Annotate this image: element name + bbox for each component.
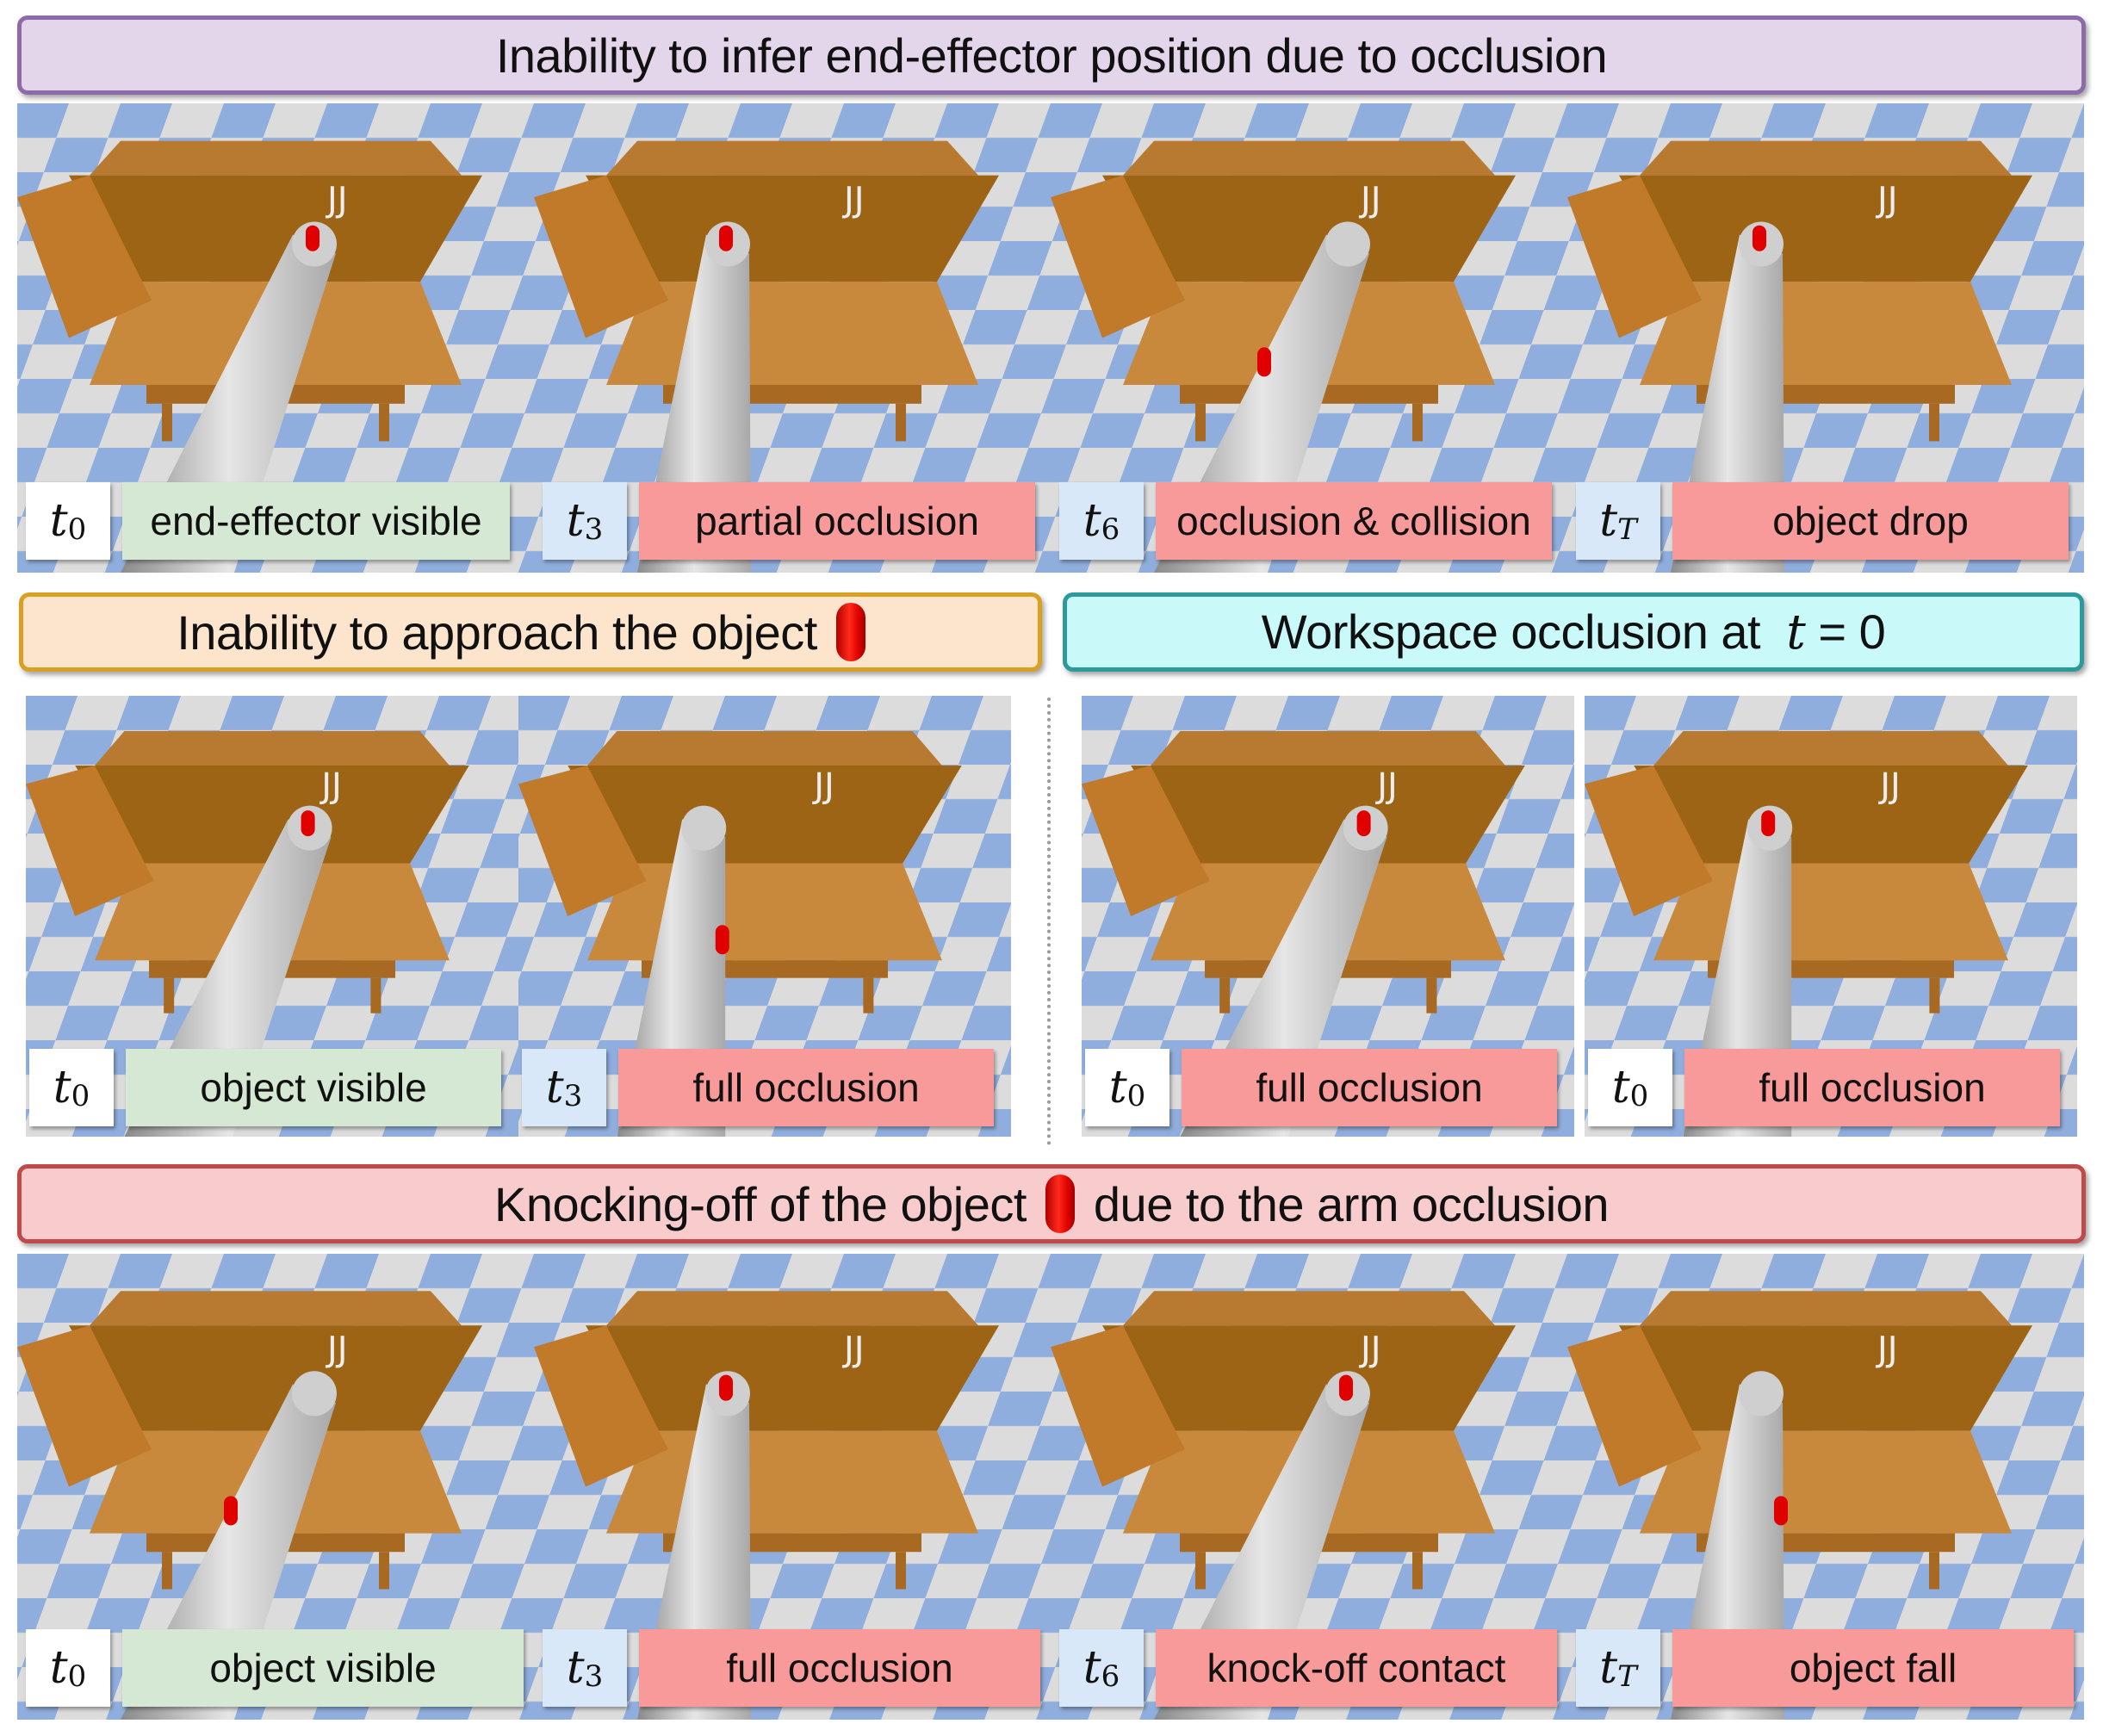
svg-text:JJ: JJ <box>1358 180 1381 220</box>
timestep-var: t <box>545 1062 564 1113</box>
timestep-var: t <box>1083 495 1101 547</box>
frame-status-label: object visible <box>126 1049 501 1126</box>
section-3-title: Workspace occlusion at t = 0 <box>1261 604 1886 660</box>
timestep-var: t <box>1083 1642 1101 1694</box>
svg-text:JJ: JJ <box>811 766 834 806</box>
svg-text:JJ: JJ <box>841 180 865 220</box>
svg-text:JJ: JJ <box>1877 766 1901 806</box>
frame-status-label: knock-off contact <box>1156 1629 1557 1707</box>
svg-text:JJ: JJ <box>319 766 342 806</box>
timestep-subscript: 0 <box>1629 1079 1649 1113</box>
section-divider <box>1047 698 1051 1145</box>
timestep-subscript: 0 <box>67 512 87 547</box>
frame-status-label: full occlusion <box>618 1049 994 1126</box>
red-object-icon <box>1045 1175 1075 1233</box>
svg-text:JJ: JJ <box>1358 1330 1381 1369</box>
section-2-banner: Inability to approach the object <box>19 592 1042 672</box>
timestep-subscript: T <box>1617 1659 1637 1694</box>
frame-status-label: full occlusion <box>639 1629 1040 1707</box>
timestep-subscript: 0 <box>67 1659 87 1694</box>
section-3-title-var: t <box>1786 604 1806 660</box>
timestep-var: t <box>49 495 68 547</box>
frame-status-label: occlusion & collision <box>1156 482 1552 560</box>
svg-text:JJ: JJ <box>1875 180 1898 220</box>
timestep-subscript: 3 <box>584 512 604 547</box>
section-3-title-suffix: = 0 <box>1818 604 1886 659</box>
simulation-scene-image: JJ <box>1585 696 2077 1137</box>
svg-text:JJ: JJ <box>325 1330 348 1369</box>
section-1-title: Inability to infer end-effector position… <box>495 28 1608 83</box>
timestep-subscript: T <box>1617 512 1637 547</box>
frame-status-label: object drop <box>1672 482 2069 560</box>
svg-text:JJ: JJ <box>841 1330 865 1369</box>
timestep-var: t <box>1611 1062 1630 1113</box>
section-4-title-suffix: due to the arm occlusion <box>1093 1176 1610 1231</box>
section-4-title-prefix: Knocking-off of the object <box>493 1176 1027 1231</box>
section-4-banner: Knocking-off of the object due to the ar… <box>17 1164 2086 1243</box>
timestep-var: t <box>1108 1062 1127 1113</box>
timestep-subscript: 3 <box>584 1659 604 1694</box>
timestep-var: t <box>53 1062 71 1113</box>
timestep-var: t <box>1599 495 1618 547</box>
frame-status-label: object fall <box>1672 1629 2074 1707</box>
section-3-banner: Workspace occlusion at t = 0 <box>1063 592 2084 672</box>
frame-status-label: end-effector visible <box>122 482 510 560</box>
svg-text:JJ: JJ <box>325 180 348 220</box>
red-object-icon <box>835 603 865 661</box>
section-1-banner: Inability to infer end-effector position… <box>17 16 2086 95</box>
timestep-var: t <box>566 495 585 547</box>
frame-status-label: object visible <box>122 1629 524 1707</box>
svg-text:JJ: JJ <box>1875 1330 1898 1369</box>
timestep-subscript: 6 <box>1101 1659 1120 1694</box>
svg-text:JJ: JJ <box>1374 766 1398 806</box>
frame-status-label: full occlusion <box>1684 1049 2060 1126</box>
frame-status-label: full occlusion <box>1182 1049 1557 1126</box>
section-2-title: Inability to approach the object <box>177 604 817 660</box>
timestep-subscript: 3 <box>563 1079 583 1113</box>
timestep-subscript: 0 <box>71 1079 90 1113</box>
section-3-title-prefix: Workspace occlusion at <box>1261 604 1761 659</box>
timestep-var: t <box>1599 1642 1618 1694</box>
timestep-var: t <box>566 1642 585 1694</box>
frame-status-label: partial occlusion <box>639 482 1035 560</box>
timestep-subscript: 6 <box>1101 512 1120 547</box>
timestep-var: t <box>49 1642 68 1694</box>
timestep-subscript: 0 <box>1126 1079 1146 1113</box>
simulation-scene-image: JJ <box>17 103 534 573</box>
